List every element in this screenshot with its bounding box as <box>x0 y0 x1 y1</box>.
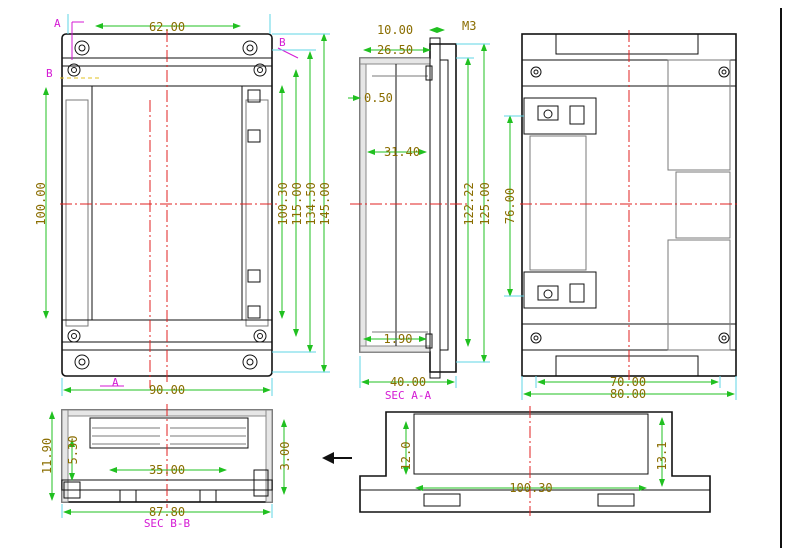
dim-wall-1-90: 1.90 <box>384 332 413 346</box>
dim-height-12: 12.0 <box>399 442 413 471</box>
screw-hole-icon <box>74 40 90 56</box>
back-view <box>504 30 740 400</box>
screw-hole-icon <box>74 354 90 370</box>
screw-hole-icon <box>253 63 267 77</box>
dim-height-145: 145.00 <box>318 182 332 225</box>
dim-height-134-50: 134.50 <box>304 182 318 225</box>
section-label-b-left: B <box>46 67 53 80</box>
screw-hole-icon <box>530 66 542 78</box>
screw-hole-icon <box>530 332 542 344</box>
section-label-b-right: B <box>279 36 286 49</box>
dim-wall-0-50: 0.50 <box>364 91 393 105</box>
screw-hole-icon <box>67 329 81 343</box>
dim-height-122-22: 122.22 <box>462 182 476 225</box>
screw-hole-icon <box>718 66 730 78</box>
dim-height-125: 125.00 <box>478 182 492 225</box>
section-a-caption: SEC A-A <box>385 389 432 402</box>
dim-width-31-40: 31.40 <box>384 145 420 159</box>
dim-width-80: 80.00 <box>610 387 646 401</box>
dim-width-70: 70.00 <box>610 375 646 389</box>
frame-border-line <box>780 8 782 548</box>
dim-width-87-80: 87.80 <box>149 505 185 519</box>
screw-hole-icon <box>242 40 258 56</box>
screw-hole-icon <box>67 63 81 77</box>
dim-top-10: 10.00 <box>377 23 413 37</box>
dim-height-13-1: 13.1 <box>655 442 669 471</box>
dim-width-40: 40.00 <box>390 375 426 389</box>
dim-height-100: 100.00 <box>34 182 48 225</box>
dim-top-width: 62.00 <box>149 20 185 34</box>
dim-height-5-30: 5.30 <box>66 436 80 465</box>
dim-height-76: 76.00 <box>503 188 517 224</box>
dim-height-11-90: 11.90 <box>40 438 54 474</box>
dim-height-100-30: 100.30 <box>276 182 290 225</box>
screw-hole-icon <box>543 289 553 299</box>
front-view <box>43 14 330 396</box>
section-b-view <box>49 404 287 518</box>
dim-m3-thread: M3 <box>462 19 476 33</box>
arrow-left-icon <box>322 452 352 464</box>
screw-hole-icon <box>253 329 267 343</box>
section-b-caption: SEC B-B <box>144 517 191 530</box>
section-label-a-bottom: A <box>112 376 119 389</box>
dim-width-100-30: 100.30 <box>509 481 552 495</box>
screw-hole-icon <box>543 109 553 119</box>
section-label-a-top: A <box>54 17 61 30</box>
screw-hole-icon <box>242 354 258 370</box>
dim-height-3: 3.00 <box>278 442 292 471</box>
side-view <box>359 406 711 516</box>
dim-width-35: 35.00 <box>149 463 185 477</box>
screw-hole-icon <box>718 332 730 344</box>
dim-width-26-50: 26.50 <box>377 43 413 57</box>
section-a-view <box>348 27 490 388</box>
dim-bottom-width: 90.00 <box>149 383 185 397</box>
dim-height-115: 115.00 <box>290 182 304 225</box>
